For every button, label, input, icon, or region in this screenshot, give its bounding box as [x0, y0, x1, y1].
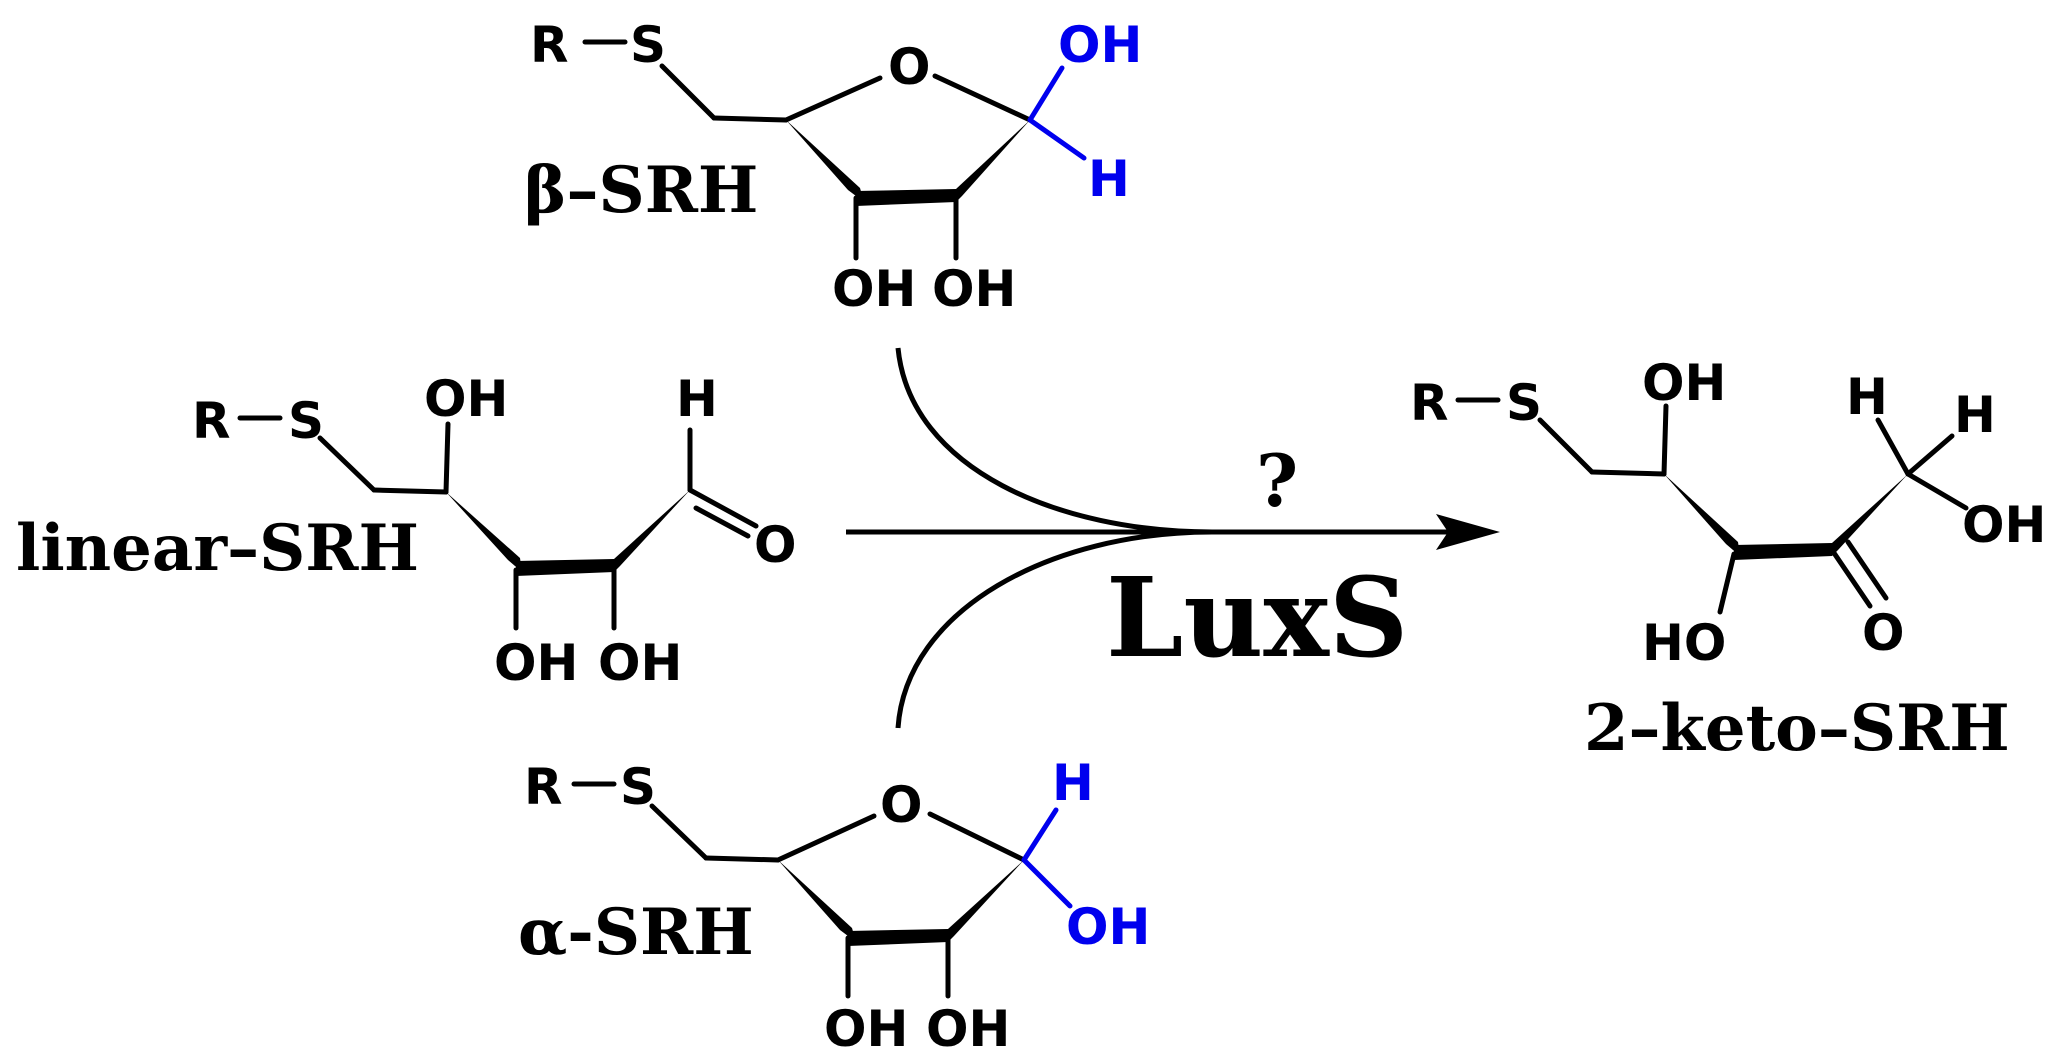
keto-carbonyl-o: O: [1862, 604, 1905, 662]
alpha-ring-o-atom: O: [880, 776, 923, 834]
linear-r-atom: R: [192, 392, 231, 450]
linear-srh-label: linear–SRH: [16, 511, 419, 586]
keto-oh-top: OH: [1642, 354, 1726, 412]
beta-srh-label: β–SRH: [524, 153, 758, 228]
beta-feed-curve: [895, 347, 1213, 535]
linear-aldehyde-o: O: [754, 516, 797, 574]
keto-oh-end: OH: [1962, 496, 2046, 554]
beta-anomeric-h: H: [1088, 150, 1130, 208]
alpha-s-atom: S: [620, 758, 656, 816]
alpha-feed-curve: [895, 529, 1213, 729]
linear-srh-molecule: R S OH H O OH OH linear–SRH: [16, 370, 797, 692]
keto-srh-label: 2–keto–SRH: [1584, 691, 2010, 766]
linear-oh-top: OH: [424, 370, 508, 428]
beta-ring-o-atom: O: [888, 38, 931, 96]
keto-srh-molecule: R S OH H H OH HO O 2–keto–SRH: [1410, 354, 2046, 766]
beta-srh-molecule: R S O OH H OH OH β–SRH: [524, 16, 1142, 318]
linear-oh-b1: OH: [494, 634, 578, 692]
keto-h2: H: [1954, 386, 1996, 444]
alpha-anomeric-h: H: [1052, 754, 1094, 812]
arrowhead: [1436, 514, 1500, 550]
keto-r-atom: R: [1410, 374, 1449, 432]
alpha-srh-label: α-SRH: [518, 895, 754, 970]
beta-oh3: OH: [832, 260, 916, 318]
unknown-mechanism-mark: ?: [1256, 438, 1298, 523]
keto-s-atom: S: [1506, 374, 1542, 432]
reaction-arrow-group: ? LuxS: [846, 347, 1500, 729]
keto-ho-bottom: HO: [1642, 614, 1726, 672]
beta-oh4: OH: [932, 260, 1016, 318]
alpha-srh-molecule: R S O H OH OH OH α-SRH: [518, 754, 1150, 1058]
alpha-oh4: OH: [926, 1000, 1010, 1058]
alpha-anomeric-oh: OH: [1066, 898, 1150, 956]
alpha-r-atom: R: [524, 758, 563, 816]
alpha-oh3: OH: [824, 1000, 908, 1058]
beta-s-atom: S: [630, 16, 666, 74]
linear-s-atom: S: [288, 392, 324, 450]
linear-oh-b2: OH: [598, 634, 682, 692]
linear-aldehyde-h: H: [676, 370, 718, 428]
luxs-enzyme-label: LuxS: [1106, 553, 1408, 682]
keto-h1: H: [1846, 368, 1888, 426]
beta-r-atom: R: [530, 16, 569, 74]
beta-anomeric-oh: OH: [1058, 16, 1142, 74]
